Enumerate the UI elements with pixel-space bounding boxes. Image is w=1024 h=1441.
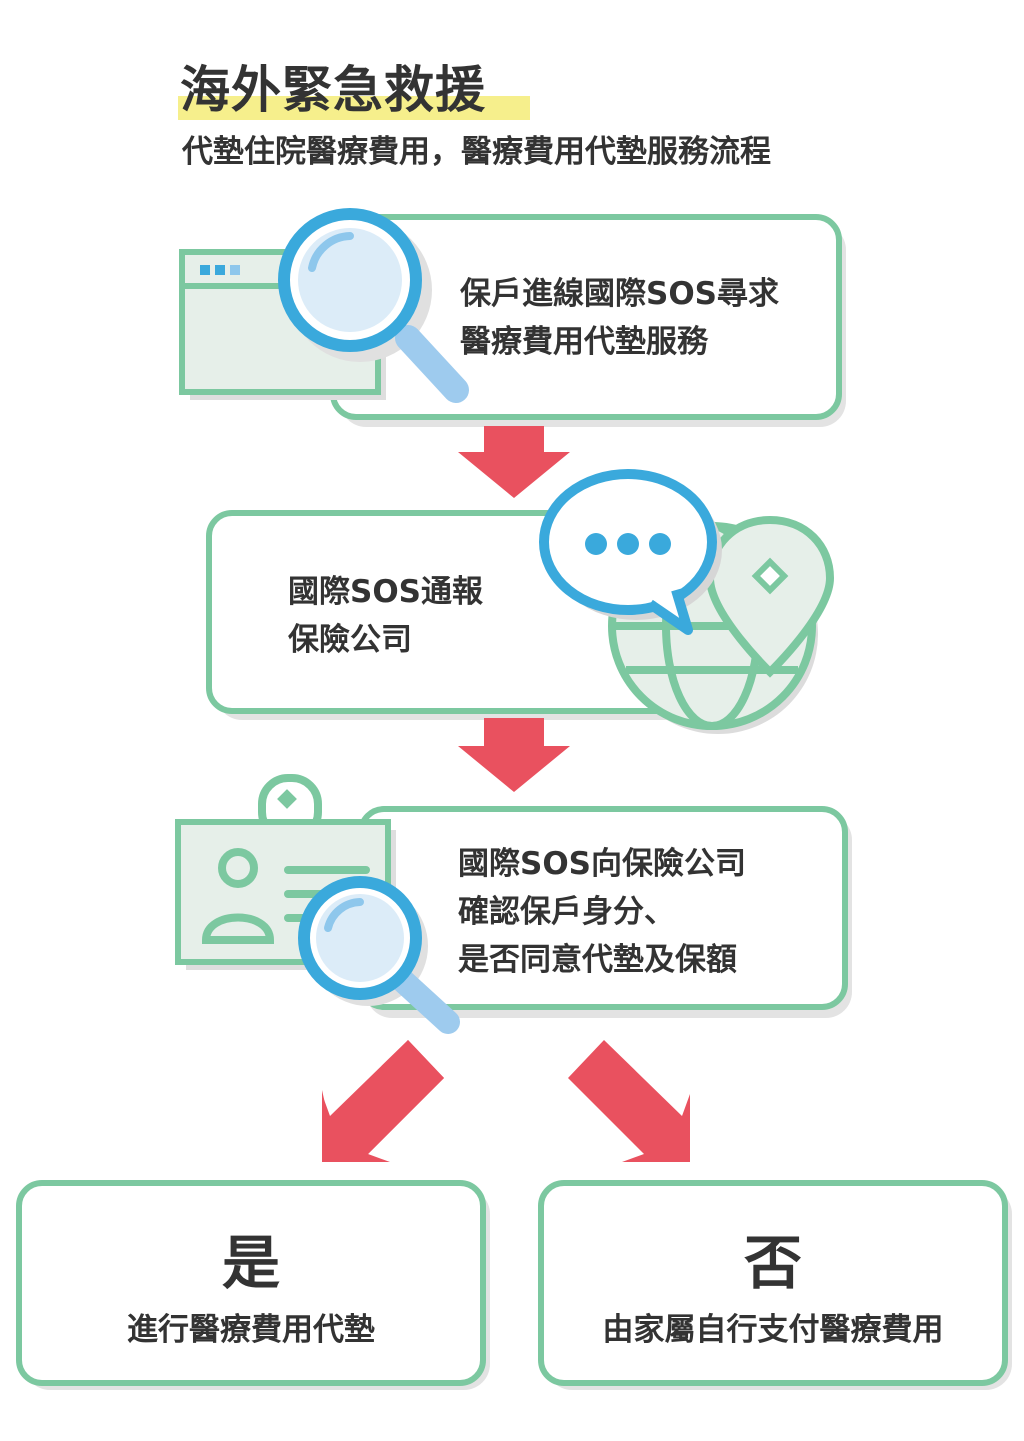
step3-box: 國際SOS向保險公司 確認保戶身分、 是否同意代墊及保額 <box>358 806 848 1010</box>
arrow-diagonal-right <box>568 1040 690 1162</box>
outcome-yes-box: 是 進行醫療費用代墊 <box>16 1180 486 1386</box>
page-subtitle: 代墊住院醫療費用，醫療費用代墊服務流程 <box>182 134 771 170</box>
chat-globe-pin-icon <box>539 469 835 734</box>
arrow-down-2 <box>458 718 570 792</box>
page-title: 海外緊急救援 <box>180 61 486 119</box>
arrow-down-1 <box>458 426 570 498</box>
outcome-yes-description: 進行醫療費用代墊 <box>127 1312 375 1348</box>
step1-text: 保戶進線國際SOS尋求 醫療費用代墊服務 <box>460 276 780 360</box>
outcome-no-box: 否 由家屬自行支付醫療費用 <box>538 1180 1008 1386</box>
title-block: 海外緊急救援 <box>178 58 530 122</box>
step2-text: 國際SOS通報 保險公司 <box>288 574 484 658</box>
outcome-no-label: 否 <box>743 1229 802 1297</box>
step3-text: 國際SOS向保險公司 確認保戶身分、 是否同意代墊及保額 <box>458 846 747 978</box>
outcome-no-description: 由家屬自行支付醫療費用 <box>602 1312 944 1348</box>
outcome-yes-label: 是 <box>221 1229 280 1297</box>
browser-magnifier-icon <box>179 208 469 403</box>
arrow-diagonal-left <box>322 1040 444 1162</box>
title-highlight <box>178 96 530 120</box>
id-card-magnifier-icon <box>175 774 460 1034</box>
